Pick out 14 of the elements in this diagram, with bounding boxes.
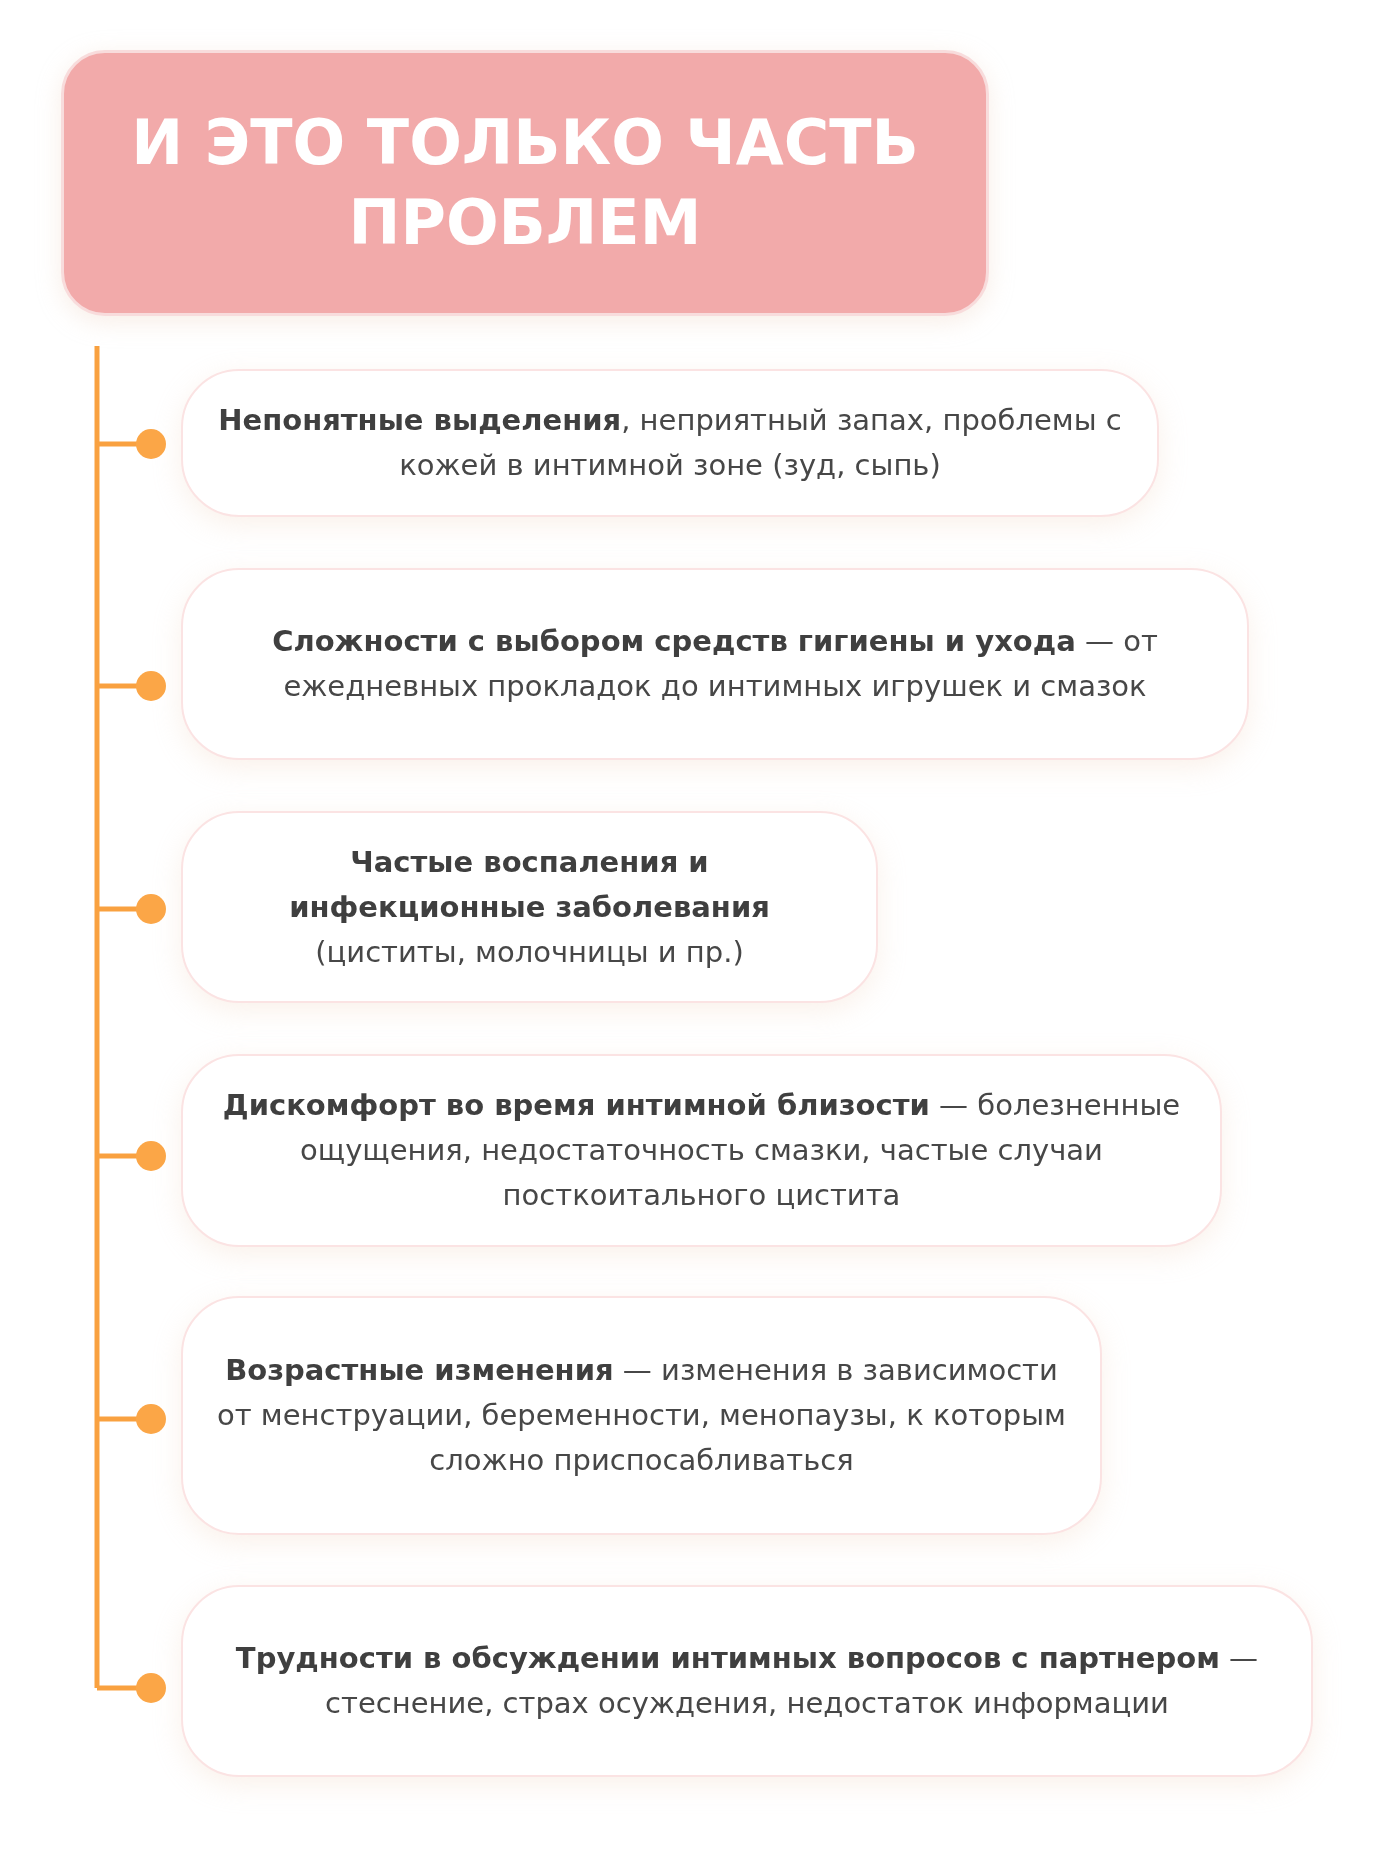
problem-card: [181, 369, 1159, 517]
card-text: Трудности в обсуждении интимных вопросов с партнером — стеснение, страх осуждения, недостаток информации: [234, 1640, 1260, 1722]
heading-text: И ЭТО ТОЛЬКО ЧАСТЬ ПРОБЛЕМ: [130, 105, 920, 261]
problem-card: [181, 1054, 1222, 1247]
card-text: Сложности с выбором средств гигиены и ухода — от ежедневных прокладок до интимных игрушек и смазок: [271, 623, 1159, 705]
problem-card: [181, 1296, 1102, 1535]
problem-card: [181, 811, 878, 1003]
card-text: Дискомфорт во время интимной близости — болезненные ощущения, недостаточность смазки, частые случаи посткоитального цистита: [221, 1087, 1182, 1214]
card-text: Возрастные изменения — изменения в зависимости от менструации, беременности, менопаузы, к которым сложно приспосабливаться: [216, 1352, 1067, 1479]
card-text: Непонятные выделения, неприятный запах, проблемы с кожей в интимной зоне (зуд, сыпь): [217, 402, 1123, 484]
problem-card: [181, 1585, 1313, 1777]
heading-banner: [61, 50, 989, 316]
problem-card: [181, 568, 1249, 760]
card-text: Частые воспаления и инфекционные заболевания (циститы, молочницы и пр.): [288, 843, 771, 971]
